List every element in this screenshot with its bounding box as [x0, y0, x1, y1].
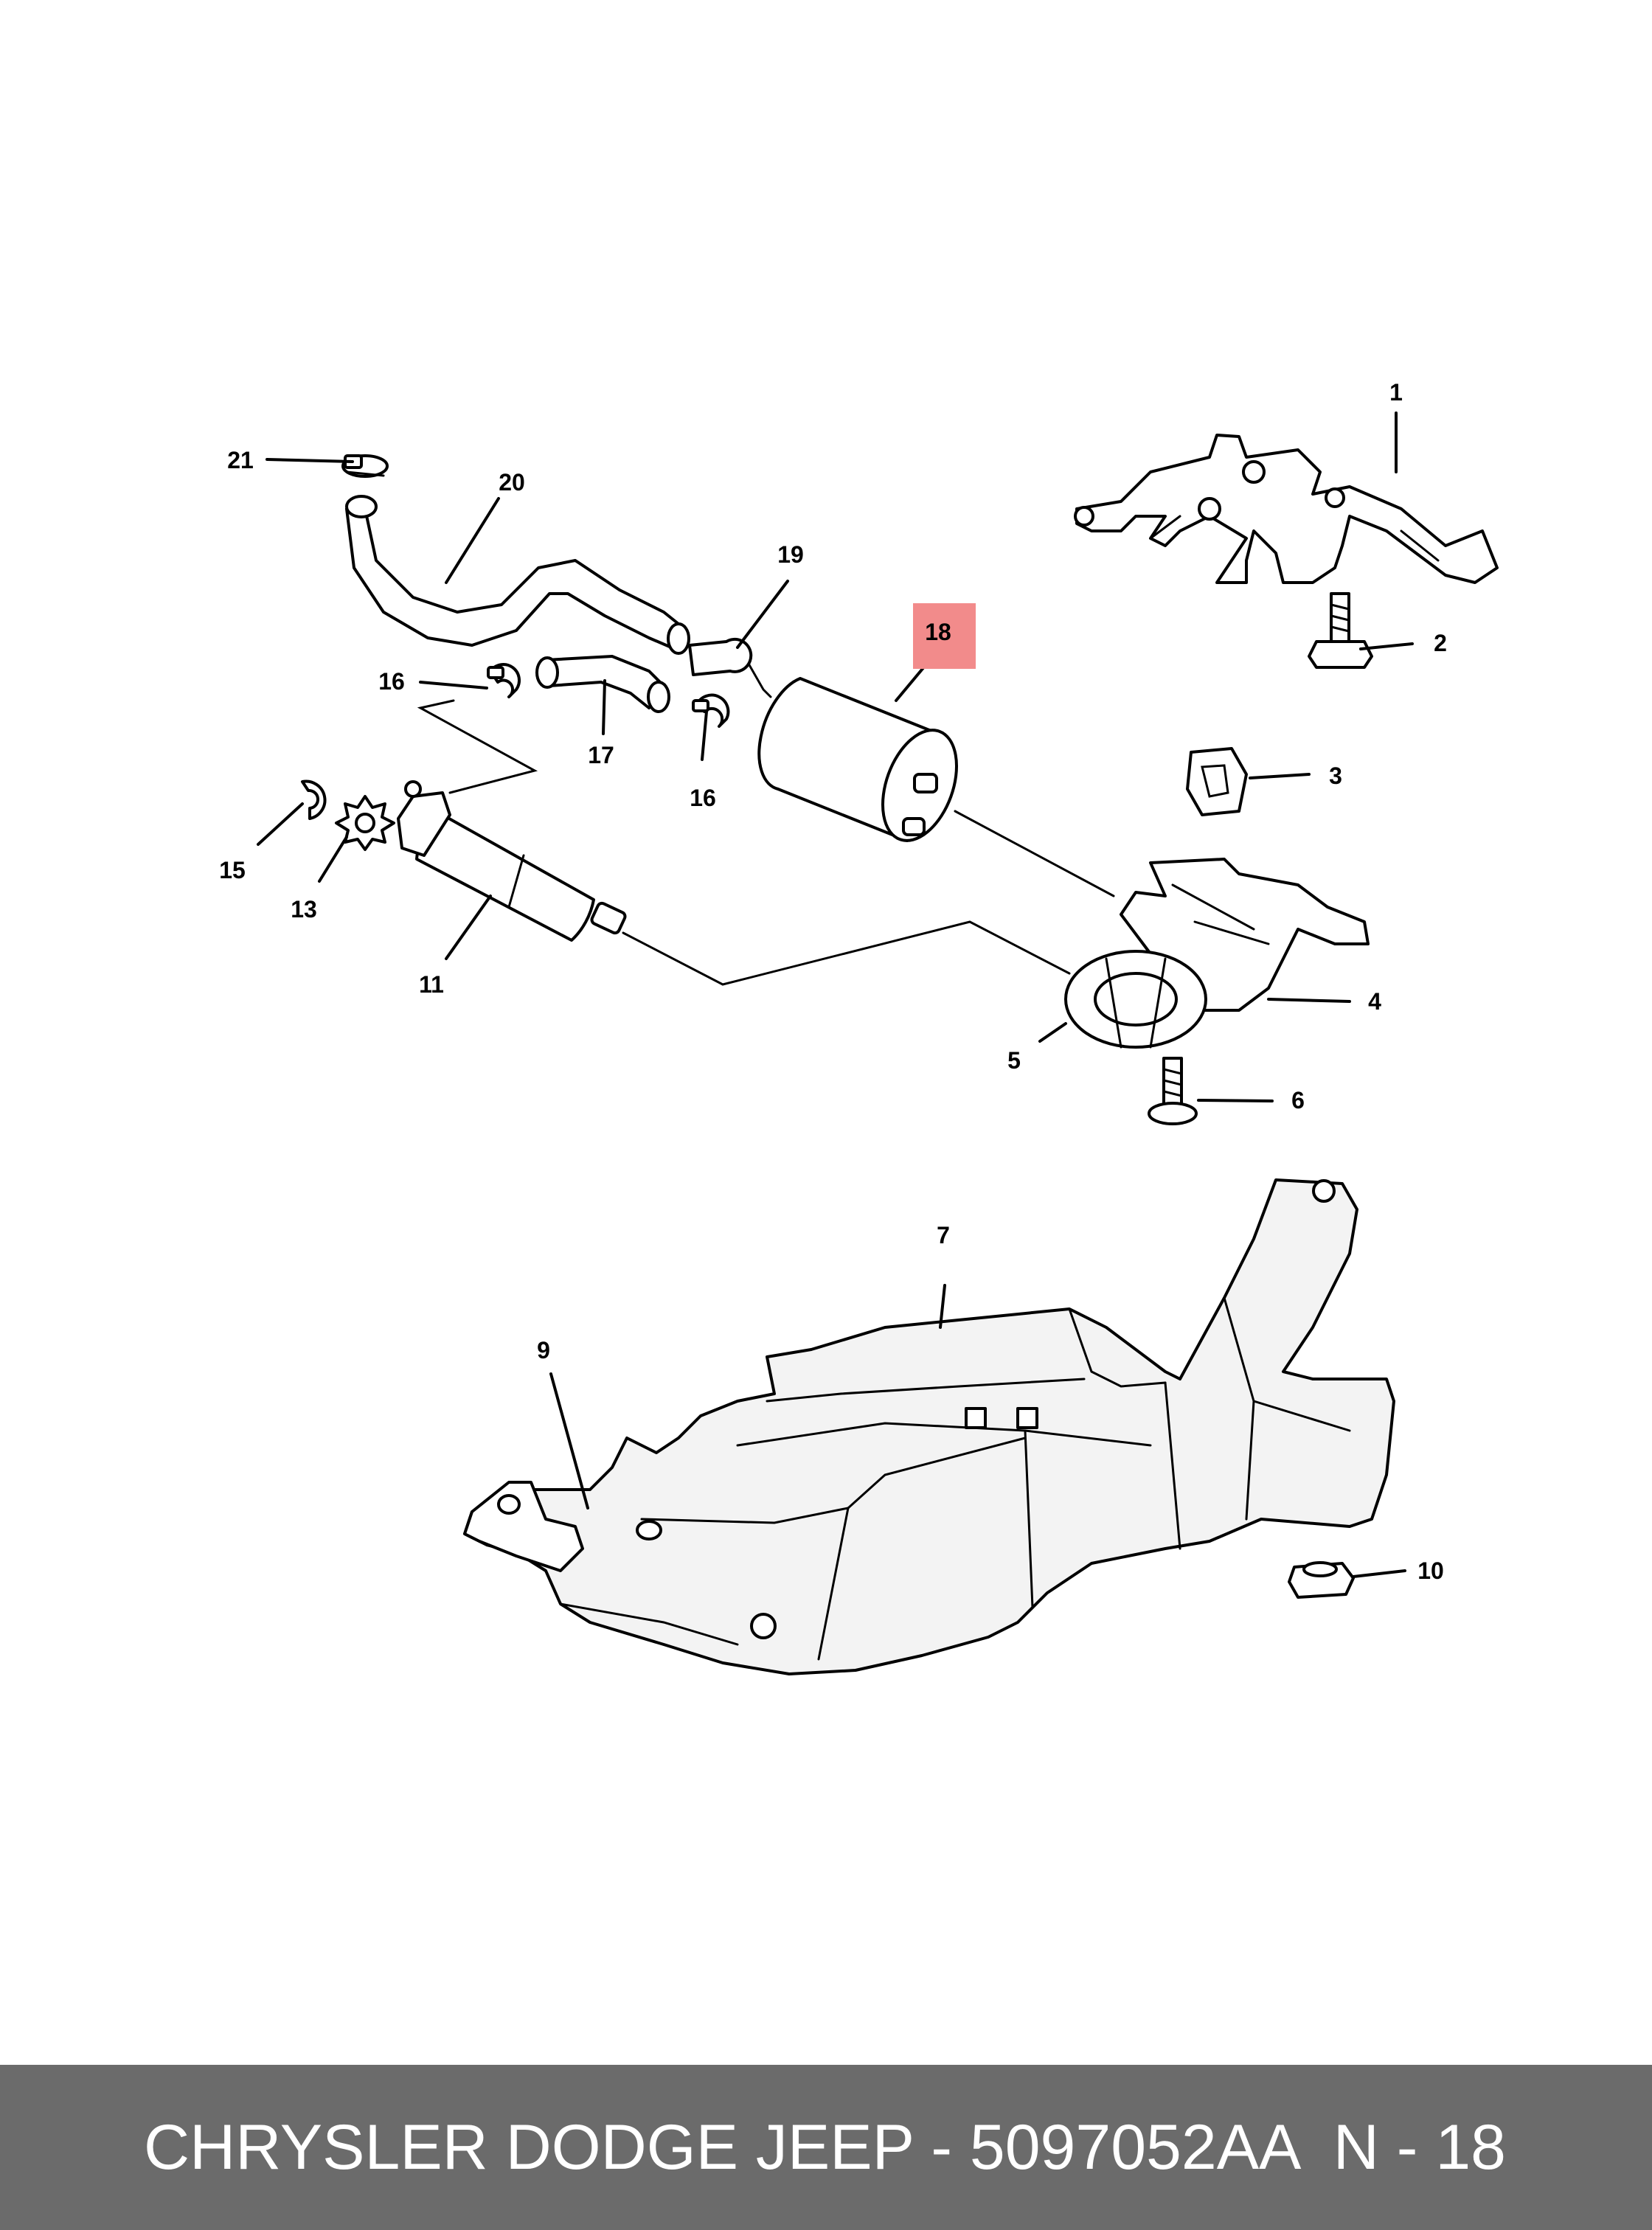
fuel-system-parts-diagram: 1 2 3 4 5 6 7 9 10 11 13 15 16 16 17 18 … [219, 379, 1499, 1675]
highlight-box-18 [913, 603, 976, 669]
callout-1: 1 [1389, 379, 1403, 406]
callout-20: 20 [499, 469, 525, 496]
part-clamp-21 [341, 454, 389, 478]
callout-2: 2 [1434, 630, 1447, 656]
part-star-washer-13 [335, 795, 395, 851]
part-clamp-5 [1064, 950, 1207, 1049]
part-skid-plate-7 [463, 1178, 1395, 1675]
part-hose-20 [345, 495, 690, 655]
part-fuel-filter-18 [757, 677, 958, 842]
part-clamp-19 [688, 637, 772, 698]
part-clamp-16-right [692, 693, 730, 728]
part-retaining-ring-15 [301, 779, 327, 820]
footer-bar: CHRYSLER DODGE JEEP - 5097052AA N - 18 [0, 2065, 1652, 2230]
part-bracket-9 [463, 1481, 584, 1572]
callout-19: 19 [777, 541, 804, 568]
part-bracket-1 [1074, 434, 1499, 584]
callout-15: 15 [219, 857, 246, 883]
part-bolt-6 [1148, 1057, 1198, 1125]
callout-3: 3 [1329, 763, 1342, 789]
part-clip-3 [1186, 747, 1248, 816]
callout-11: 11 [419, 971, 444, 998]
part-clamp-16-left [487, 663, 521, 698]
group-bracket-lines [417, 699, 1115, 986]
callout-13: 13 [291, 896, 317, 923]
part-nut-10 [1288, 1561, 1355, 1599]
callout-5: 5 [1007, 1047, 1021, 1074]
callout-4: 4 [1368, 988, 1381, 1015]
part-bolt-2 [1308, 592, 1373, 669]
callout-9: 9 [537, 1337, 550, 1364]
callout-21: 21 [227, 447, 254, 473]
callout-16-left: 16 [378, 668, 405, 695]
part-fuel-pump-11 [397, 780, 627, 942]
leader-lines [257, 411, 1414, 1578]
callout-7: 7 [937, 1222, 950, 1248]
callout-10: 10 [1417, 1557, 1444, 1584]
callout-6: 6 [1291, 1087, 1305, 1114]
part-number-label: CHRYSLER DODGE JEEP - 5097052AA [144, 2112, 1302, 2183]
callout-18: 18 [925, 619, 951, 645]
callout-17: 17 [588, 742, 614, 768]
callout-16-right: 16 [690, 785, 716, 811]
position-label: N - 18 [1333, 2112, 1506, 2183]
